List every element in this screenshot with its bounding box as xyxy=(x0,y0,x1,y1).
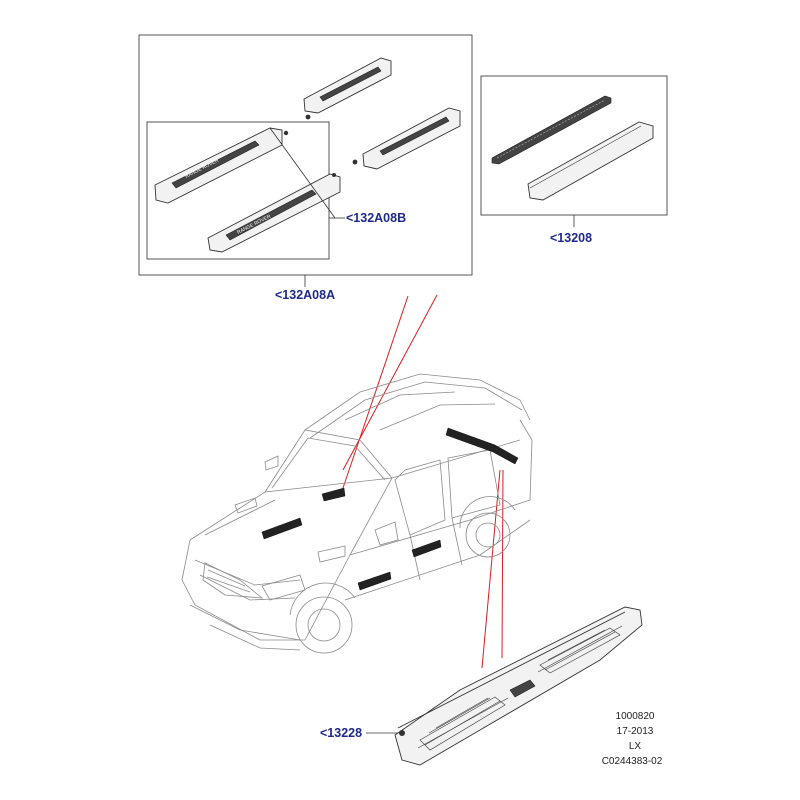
front-sill-plate-lower: RANGE ROVER xyxy=(207,173,341,253)
scuff-plate-grille-left xyxy=(417,696,509,751)
rear-scuff-plate-group: <13228 xyxy=(320,606,643,766)
info-line-1: 1000820 xyxy=(616,711,655,722)
rear-sill-plate-upper xyxy=(303,57,392,120)
scuff-plate-latch xyxy=(509,679,536,698)
callout-132a08a[interactable]: <132A08A xyxy=(275,288,335,302)
kit-132a08a-group: RANGE ROVER RANGE ROVER <132A08B <132A08… xyxy=(138,34,473,302)
tread-strips-group: <13208 xyxy=(480,75,668,245)
red-leader-lines xyxy=(342,294,504,669)
callout-13208[interactable]: <13208 xyxy=(550,231,592,245)
tread-strip-lower xyxy=(527,121,654,201)
rear-sill-plate-lower xyxy=(352,107,461,170)
info-line-4: C0244383-02 xyxy=(602,756,663,767)
leader-132a08b xyxy=(269,127,336,219)
callout-13228[interactable]: <13228 xyxy=(320,726,362,740)
scuff-plate-grille-right xyxy=(537,625,623,674)
info-line-3: LX xyxy=(629,741,642,752)
info-line-2: 17-2013 xyxy=(617,726,654,737)
tread-strip-upper xyxy=(491,95,612,165)
callout-132a08b[interactable]: <132A08B xyxy=(346,211,406,225)
vehicle-outline xyxy=(181,373,533,654)
front-sill-plate-upper: RANGE ROVER xyxy=(154,127,289,204)
diagram-info-block: 1000820 17-2013 LX C0244383-02 xyxy=(602,711,663,767)
kit-132a08a-box xyxy=(138,34,473,276)
